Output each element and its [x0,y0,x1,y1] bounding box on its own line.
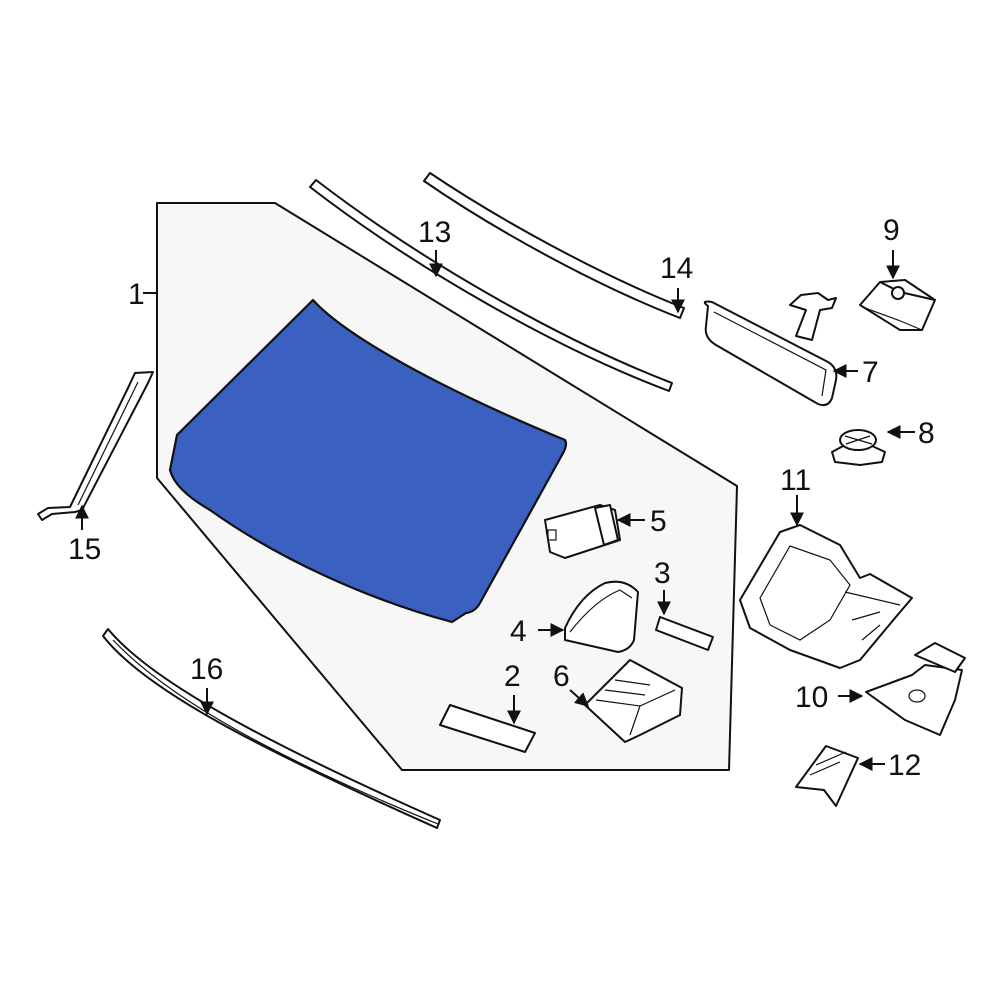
roof-molding-14[interactable] [423,172,685,319]
pad-2[interactable] [439,704,536,753]
callout-11: 11 [780,464,811,497]
callout-9: 9 [883,214,900,247]
callout-16: 16 [190,653,223,686]
callout-13: 13 [418,216,451,249]
callout-7: 7 [862,356,879,389]
lower-molding-16[interactable] [102,628,441,829]
sensor-bracket-9[interactable] [859,279,936,331]
leader-6 [569,689,590,707]
overhead-console-11[interactable] [739,524,913,669]
rearview-mirror-7[interactable] [703,292,838,407]
callout-6: 6 [553,660,570,693]
callout-10: 10 [795,681,828,714]
sensor-8[interactable] [831,429,886,466]
bracket-6[interactable] [584,659,683,743]
windshield-glass[interactable] [168,298,568,624]
cover-4[interactable] [564,580,639,653]
upper-molding-13[interactable] [309,179,673,392]
callout-12: 12 [888,749,921,782]
callout-4: 4 [510,615,527,648]
bracket-10[interactable] [865,642,966,736]
callout-14: 14 [660,252,693,285]
side-molding-15[interactable] [37,371,154,521]
callout-8: 8 [918,417,935,450]
clip-12[interactable] [795,745,859,807]
module-5[interactable] [544,504,621,559]
callout-1: 1 [128,278,145,311]
callout-2: 2 [504,660,521,693]
callout-15: 15 [68,533,101,566]
callout-3: 3 [654,557,671,590]
callout-5: 5 [650,505,667,538]
pad-3[interactable] [655,616,714,651]
